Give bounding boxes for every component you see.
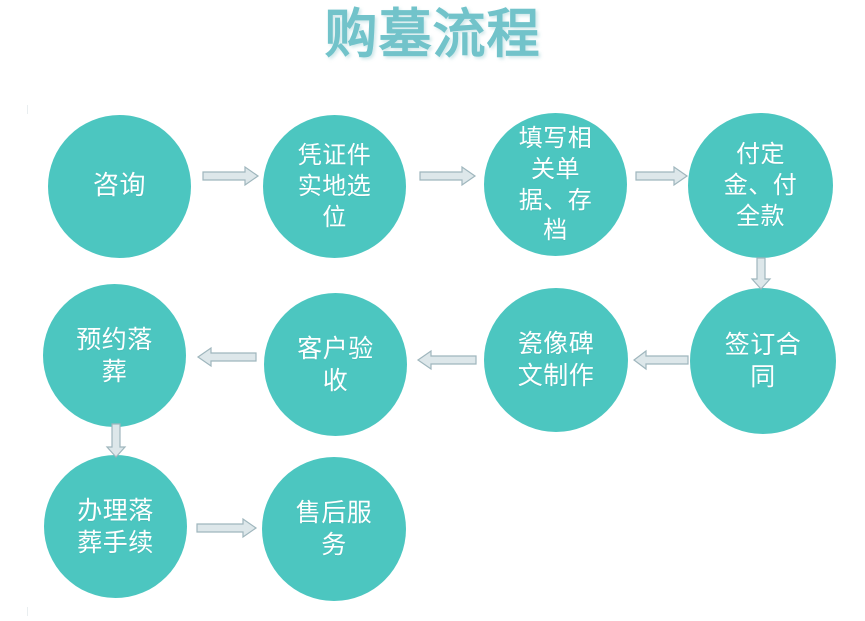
flow-arrow-4-to-5 (750, 257, 772, 290)
flow-node-label: 预约落葬 (76, 324, 153, 386)
page-title: 购墓流程 (324, 4, 541, 65)
flow-arrow-9-to-10 (196, 517, 258, 539)
flow-node-label: 咨询 (92, 170, 146, 201)
flow-node-10-after-sales[interactable]: 售后服务 (262, 457, 406, 601)
flow-arrow-5-to-6 (633, 349, 689, 371)
flow-node-label: 签订合同 (724, 330, 802, 391)
flow-node-label: 凭证件实地选位 (297, 141, 372, 231)
flow-node-3-forms-filing[interactable]: 填写相关单据、存档 (484, 113, 627, 256)
flow-node-7-customer-acceptance[interactable]: 客户验收 (264, 293, 407, 436)
flow-node-1-consultation[interactable]: 咨询 (48, 115, 191, 258)
flow-arrow-3-to-4 (635, 165, 689, 187)
flow-node-2-site-selection[interactable]: 凭证件实地选位 (263, 115, 406, 258)
flow-node-label: 填写相关单据、存档 (518, 124, 593, 245)
flow-node-8-burial-appointment[interactable]: 预约落葬 (43, 284, 186, 427)
flow-node-label: 客户验收 (297, 333, 374, 395)
flow-node-4-payment[interactable]: 付定金、付全款 (688, 113, 833, 258)
flow-node-9-burial-procedures[interactable]: 办理落葬手续 (44, 455, 187, 598)
flow-arrow-2-to-3 (419, 165, 477, 187)
flow-arrow-6-to-7 (416, 349, 477, 371)
flow-node-label: 售后服务 (295, 498, 373, 559)
flow-node-label: 办理落葬手续 (77, 495, 154, 557)
frame-artifact-top-left (27, 105, 28, 114)
flow-node-6-porcelain-inscription[interactable]: 瓷像碑文制作 (484, 288, 628, 432)
flow-node-label: 瓷像碑文制作 (517, 329, 595, 390)
frame-artifact-bottom-left (27, 607, 28, 616)
flow-node-label: 付定金、付全款 (723, 140, 798, 230)
flow-arrow-8-to-9 (105, 423, 127, 458)
flow-arrow-7-to-8 (196, 346, 257, 368)
flow-node-5-sign-contract[interactable]: 签订合同 (690, 288, 836, 434)
flow-arrow-1-to-2 (202, 165, 260, 187)
